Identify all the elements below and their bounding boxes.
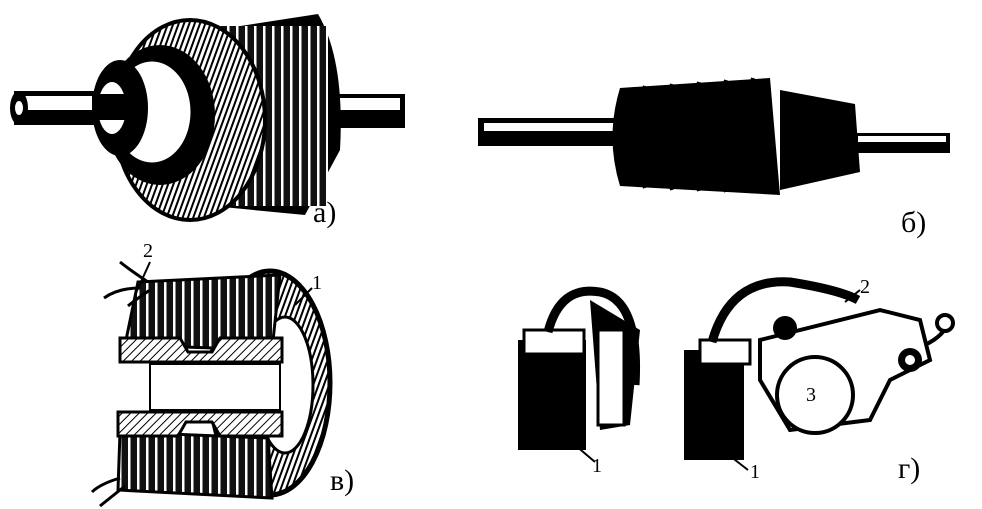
lead-wires-bottom — [90, 476, 126, 508]
winding-core — [612, 78, 780, 195]
shaft-left — [478, 118, 628, 146]
panel-g-callout-3: 3 — [806, 384, 816, 406]
panel-v-stator — [90, 260, 333, 508]
panel-a-rotor — [10, 14, 405, 222]
callout-1b-leader — [729, 455, 749, 471]
brush-left-cap — [522, 328, 586, 356]
shaft-right-highlight — [334, 98, 400, 110]
inner-bore — [149, 363, 281, 411]
panel-g-label: г) — [898, 452, 920, 485]
spring-3 — [775, 355, 855, 435]
lower-cut-section — [116, 410, 284, 438]
commutator — [780, 90, 860, 190]
panel-g-brushes — [518, 277, 955, 471]
shaft-end-hole — [15, 101, 23, 115]
band-4 — [716, 79, 728, 193]
brush-left — [518, 340, 586, 450]
callout-2-leader — [844, 289, 861, 303]
panel-b-label: б) — [901, 206, 926, 239]
panel-v-callout-2: 2 — [143, 240, 153, 262]
holder-terminal-hole — [905, 355, 915, 365]
panel-a-label: а) — [313, 196, 336, 229]
holder-screw — [773, 316, 797, 340]
band-5 — [743, 77, 755, 194]
shaft-right-highlight — [858, 136, 946, 142]
panel-g-callout-1a: 1 — [592, 455, 602, 477]
holder-eyelet — [935, 313, 955, 333]
brush-right — [684, 350, 744, 460]
brush-right-lead-braid — [710, 280, 859, 343]
upper-cut-section — [118, 336, 284, 364]
lower-laminations — [116, 430, 274, 500]
brush-right-cap — [698, 338, 752, 366]
panel-v-label: в) — [330, 464, 354, 497]
band-1 — [635, 85, 647, 189]
brush-left-clip-inner — [596, 328, 626, 427]
lead-wires-top — [103, 260, 151, 308]
band-2 — [662, 83, 674, 191]
panel-g-callout-2: 2 — [860, 276, 870, 298]
callout-1a-leader — [574, 444, 596, 463]
callout-2-leader — [134, 261, 151, 296]
panel-b-armature — [478, 77, 950, 195]
shaft-left-highlight — [484, 123, 624, 131]
panel-v-callout-1: 1 — [312, 272, 322, 294]
collar-neck — [92, 94, 132, 120]
commutator-segments — [794, 98, 830, 184]
band-3 — [689, 81, 701, 192]
panel-g-callout-1b: 1 — [750, 461, 760, 483]
callout-1-leader — [294, 287, 313, 306]
